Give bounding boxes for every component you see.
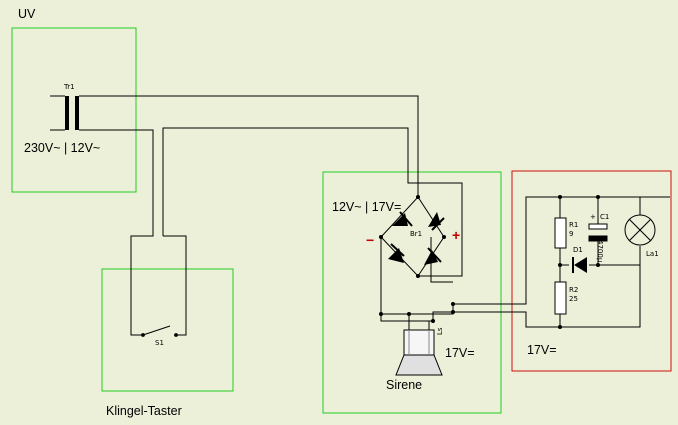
transformer-rating: 230V~ | 12V~: [24, 141, 101, 155]
r1-name: R1: [569, 221, 579, 229]
transformer-name: Tr1: [64, 83, 75, 91]
klingel-taster-box: [101, 268, 234, 392]
siren-voltage: 17V=: [445, 346, 475, 360]
rectifier-minus: −: [366, 232, 375, 248]
rectifier-rating: 12V~ | 17V=: [332, 200, 402, 214]
c1-value: 4700µ: [596, 240, 604, 263]
diode-3: [388, 248, 404, 263]
r2-name: R2: [569, 286, 579, 294]
siren-speaker-symbol: [395, 329, 443, 376]
r1-resistor: [554, 217, 567, 249]
lamp-symbol: [624, 214, 656, 246]
c1-plus: +: [590, 213, 596, 221]
switch-symbol: [141, 325, 178, 337]
d1-name: D1: [573, 246, 583, 254]
lamp-circuit-box: [511, 170, 672, 372]
siren-name: Sirene: [386, 378, 423, 392]
uv-box: [11, 27, 137, 193]
d1-diode: [572, 257, 587, 273]
klingel-label: Klingel-Taster: [106, 404, 182, 418]
r2-value: 25: [569, 295, 578, 303]
sirene-box: [322, 171, 502, 414]
lamp-circuit-voltage: 17V=: [527, 343, 557, 357]
wires: [79, 95, 670, 336]
diode-2: [428, 212, 441, 227]
siren-symbol-label: Ls: [436, 327, 444, 335]
rectifier-plus: +: [452, 227, 461, 243]
transformer-symbol: [50, 95, 79, 131]
r2-resistor: [554, 281, 567, 315]
r1-value: 9: [569, 230, 574, 238]
c1-name: C1: [600, 213, 610, 221]
switch-name: S1: [155, 339, 164, 347]
junction-dots: [379, 195, 600, 329]
uv-label: UV: [18, 7, 36, 21]
rectifier-name: Br1: [410, 230, 423, 238]
c1-capacitor: [588, 223, 608, 242]
diode-4: [424, 250, 438, 265]
lamp-name: La1: [646, 250, 659, 258]
